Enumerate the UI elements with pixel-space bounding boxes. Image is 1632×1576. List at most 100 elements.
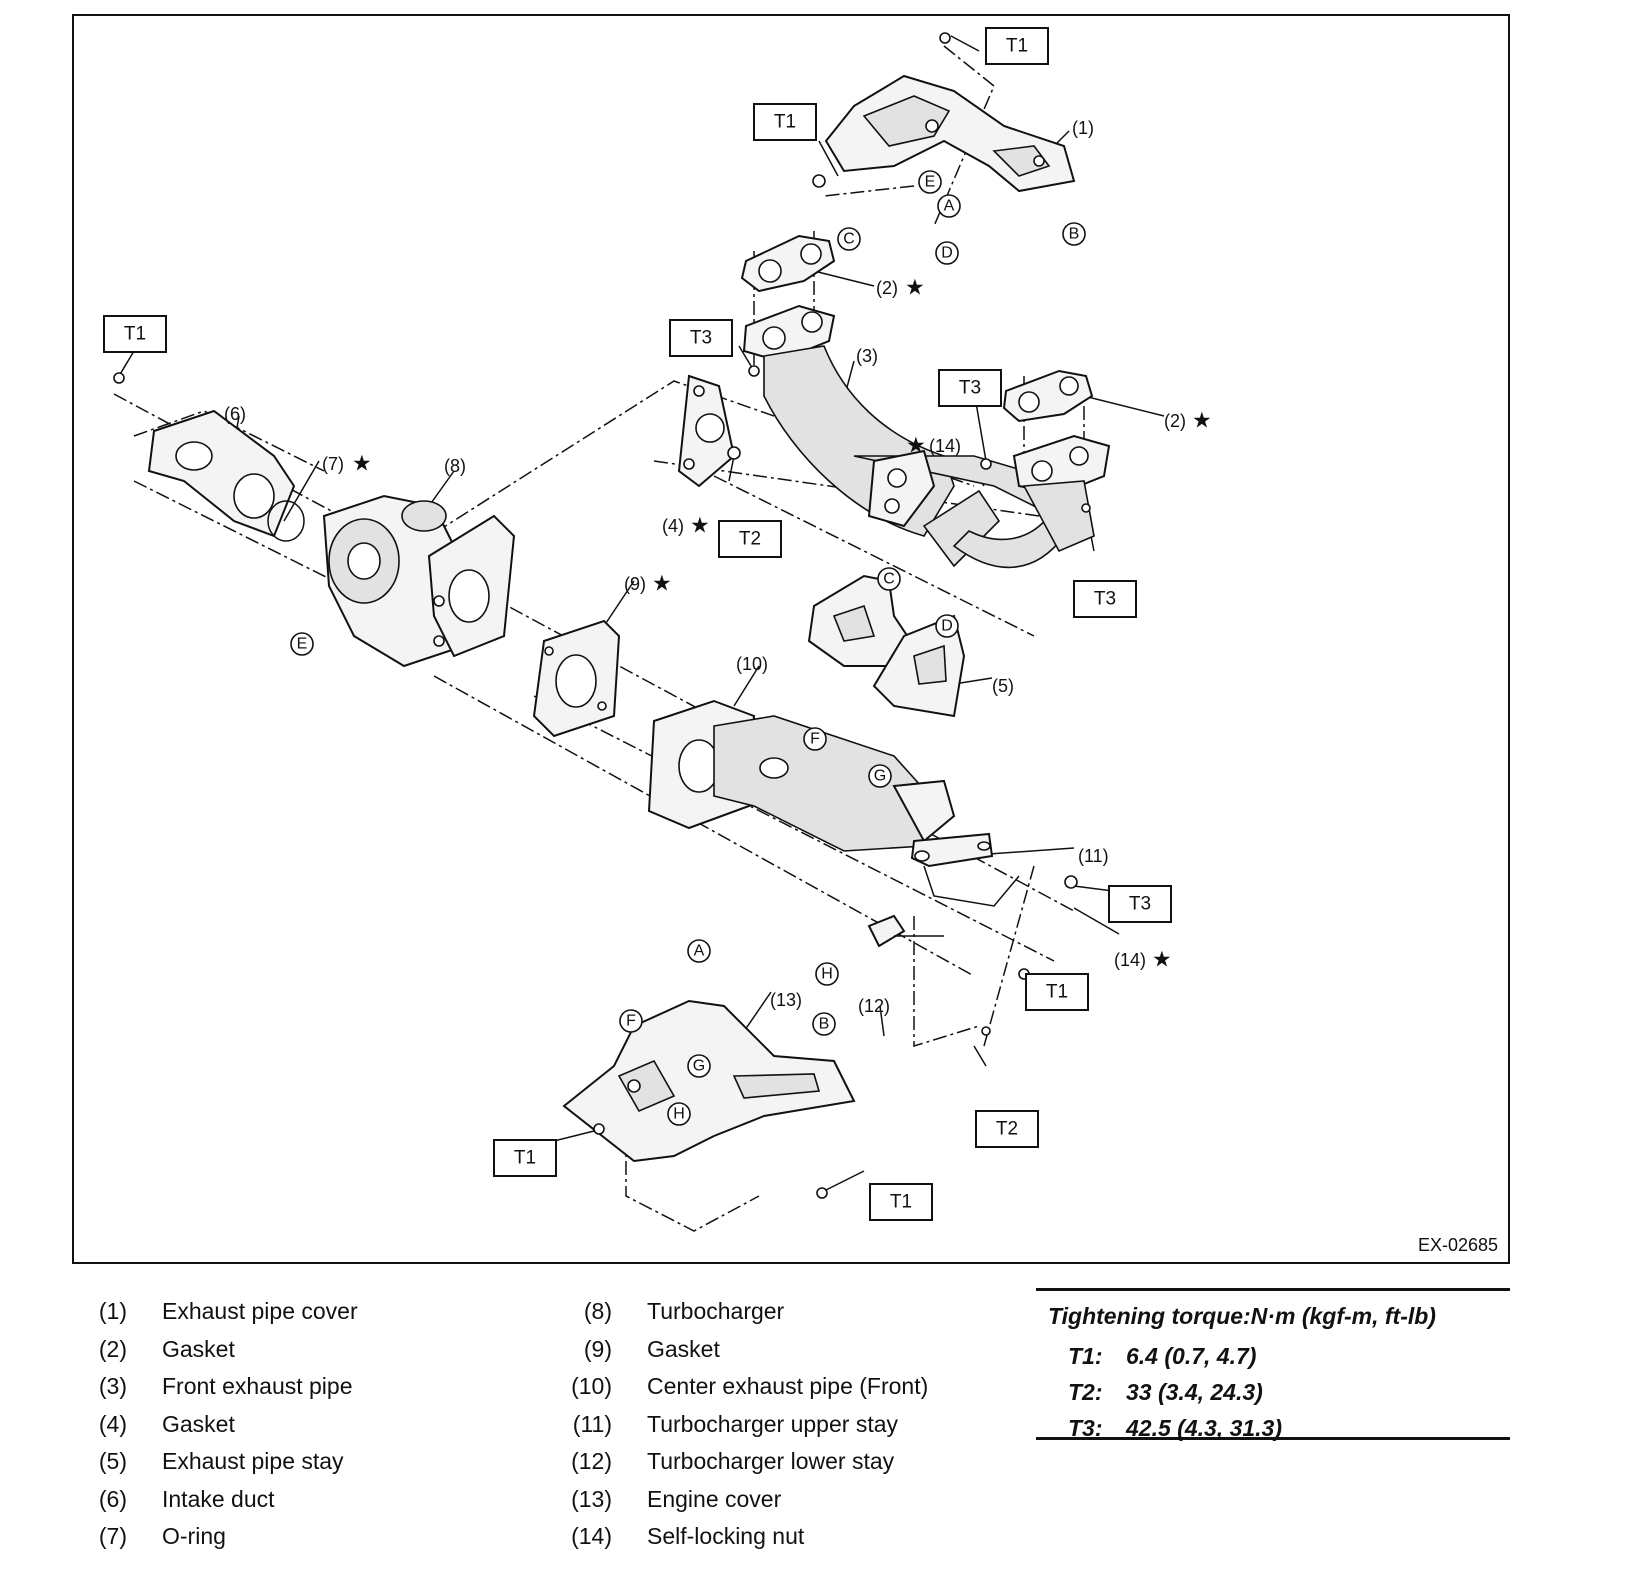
legend-left-column: (1) Exhaust pipe cover (2)Gasket (3) Front… [95, 1298, 515, 1561]
legend-number: (4) [98, 1410, 127, 1437]
callout-8: (8) [444, 456, 466, 476]
legend-number: (13) [571, 1485, 612, 1512]
exhaust-pipe-cover-shape [824, 74, 1076, 193]
callout-11: (11) [1078, 846, 1109, 866]
svg-text:C: C [843, 231, 855, 248]
callout-4: (4) [662, 516, 684, 536]
torque-key: T1: [1068, 1343, 1103, 1369]
callout-13: (13) [770, 990, 802, 1010]
legend-item: (3) Front exhaust pipe [95, 1373, 515, 1411]
legend-number: (6) [98, 1485, 127, 1512]
torque-tag-T3: T3 [1073, 580, 1137, 618]
svg-text:T1: T1 [1006, 36, 1028, 57]
legend-number: (8) [583, 1298, 612, 1324]
connection-letter-B: B [1062, 222, 1086, 246]
legend-item: (14)Self-locking nut [571, 1523, 1000, 1561]
connection-letter-F: F [803, 727, 827, 751]
exploded-view-figure: T1 T1 T1 T3 T3 T2 T3 T3 T1 T2 T1 T1 (1) … [72, 14, 1510, 1264]
torque-tag-T2: T2 [975, 1110, 1039, 1148]
legend-item: (1) Exhaust pipe cover [95, 1298, 515, 1336]
legend-item: (7)O-ring [95, 1523, 515, 1561]
engine-cover-shape [562, 999, 856, 1163]
callout-12: (12) [858, 996, 890, 1016]
legend-number: (12) [571, 1448, 612, 1474]
legend-number: (3) [98, 1373, 127, 1399]
legend-number: (1) [98, 1298, 127, 1324]
callout-1: (1) [1072, 118, 1094, 138]
torque-tag-T3: T3 [669, 319, 733, 357]
legend-item: (8) Turbocharger [580, 1298, 1000, 1336]
torque-table-title: Tightening torque:N·m (kgf-m, ft-lb) [1048, 1303, 1436, 1329]
legend-number: (10) [571, 1373, 612, 1399]
torque-key: T2: [1068, 1379, 1103, 1405]
svg-text:D: D [941, 618, 953, 635]
connection-letter-D: D [935, 241, 959, 265]
legend-right-column: (8)Turbocharger (9)Gasket (10)Center exh… [571, 1298, 1000, 1561]
svg-text:E: E [925, 174, 936, 191]
connection-letter-E: E [918, 170, 942, 194]
callout-5: (5) [992, 676, 1014, 696]
callout-3: (3) [856, 346, 878, 366]
front-exhaust-pipe-shape [742, 304, 1111, 569]
connection-letter-G: G [687, 1054, 711, 1078]
legend-number: (5) [98, 1448, 127, 1474]
torque-tag-T1: T1 [1025, 973, 1089, 1011]
svg-text:G: G [693, 1058, 705, 1075]
connection-letter-D: D [935, 614, 959, 638]
callout-7: (7) [322, 454, 344, 474]
connection-letter-F: F [619, 1009, 643, 1033]
star-mark: ★ [906, 434, 926, 459]
tightening-torque-table: Tightening torque:N·m (kgf-m, ft-lb) T1:… [1036, 1288, 1510, 1442]
svg-text:C: C [883, 571, 895, 588]
connection-letter-C: C [877, 567, 901, 591]
svg-text:G: G [874, 768, 886, 785]
callout-14: (14) [929, 436, 961, 456]
star-mark: ★ [1192, 409, 1212, 434]
torque-tag-T3: T3 [1108, 885, 1172, 923]
legend-label: Exhaust pipe cover [162, 1298, 358, 1324]
legend-number: (7) [98, 1523, 127, 1549]
svg-text:T3: T3 [1129, 894, 1151, 915]
center-exhaust-pipe-shape [647, 699, 956, 852]
torque-row: T2:33 (3.4, 24.3) [1068, 1379, 1263, 1406]
legend-item: (4)Gasket [95, 1411, 515, 1449]
connection-letter-B: B [812, 1012, 836, 1036]
legend-number: (14) [571, 1523, 612, 1549]
exploded-view-drawing: T1 T1 T1 T3 T3 T2 T3 T3 T1 T2 T1 T1 (1) … [103, 27, 1212, 1232]
svg-text:H: H [673, 1106, 685, 1123]
legend-item: (6)Intake duct [95, 1486, 515, 1524]
torque-tag-T2: T2 [718, 520, 782, 558]
exhaust-pipe-stay-shape [807, 574, 966, 718]
legend-item: (2)Gasket [95, 1336, 515, 1374]
legend-number: (11) [572, 1410, 612, 1437]
callout-10: (10) [736, 654, 768, 674]
intake-duct-shape [147, 409, 296, 538]
svg-text:T2: T2 [739, 529, 761, 550]
torque-tag-T1: T1 [753, 103, 817, 141]
connection-letter-A: A [937, 194, 961, 218]
svg-text:T1: T1 [514, 1148, 536, 1169]
connection-letter-C: C [837, 227, 861, 251]
legend-label: Gasket [162, 1335, 235, 1362]
gasket-4-shape [677, 374, 736, 488]
svg-text:H: H [821, 966, 833, 983]
legend-label: Center exhaust pipe (Front) [647, 1373, 929, 1399]
legend-label: Turbocharger [647, 1298, 785, 1324]
star-mark: ★ [690, 514, 710, 539]
connection-letter-A: A [687, 939, 711, 963]
torque-row: T1:6.4 (0.7, 4.7) [1068, 1343, 1256, 1370]
star-mark: ★ [352, 452, 372, 477]
part-callouts: (1) (2) ★ (3) (4) ★ (5) (6) (7) ★ (8) (9… [224, 118, 1212, 1016]
callout-6: (6) [224, 404, 246, 424]
turbocharger-upper-stay-shape [910, 832, 1020, 907]
star-mark: ★ [652, 572, 672, 597]
legend-item: (11)Turbocharger upper stay [573, 1411, 1000, 1449]
gasket-9-shape [532, 619, 621, 738]
torque-row: T3:42.5 (4.3, 31.3) [1068, 1415, 1282, 1442]
legend-label: Engine cover [647, 1485, 782, 1512]
legend-label: Front exhaust pipe [162, 1373, 353, 1399]
callout-2: (2) [876, 278, 898, 298]
svg-text:T2: T2 [996, 1119, 1018, 1140]
connection-letter-G: G [868, 764, 892, 788]
svg-text:F: F [626, 1013, 636, 1030]
